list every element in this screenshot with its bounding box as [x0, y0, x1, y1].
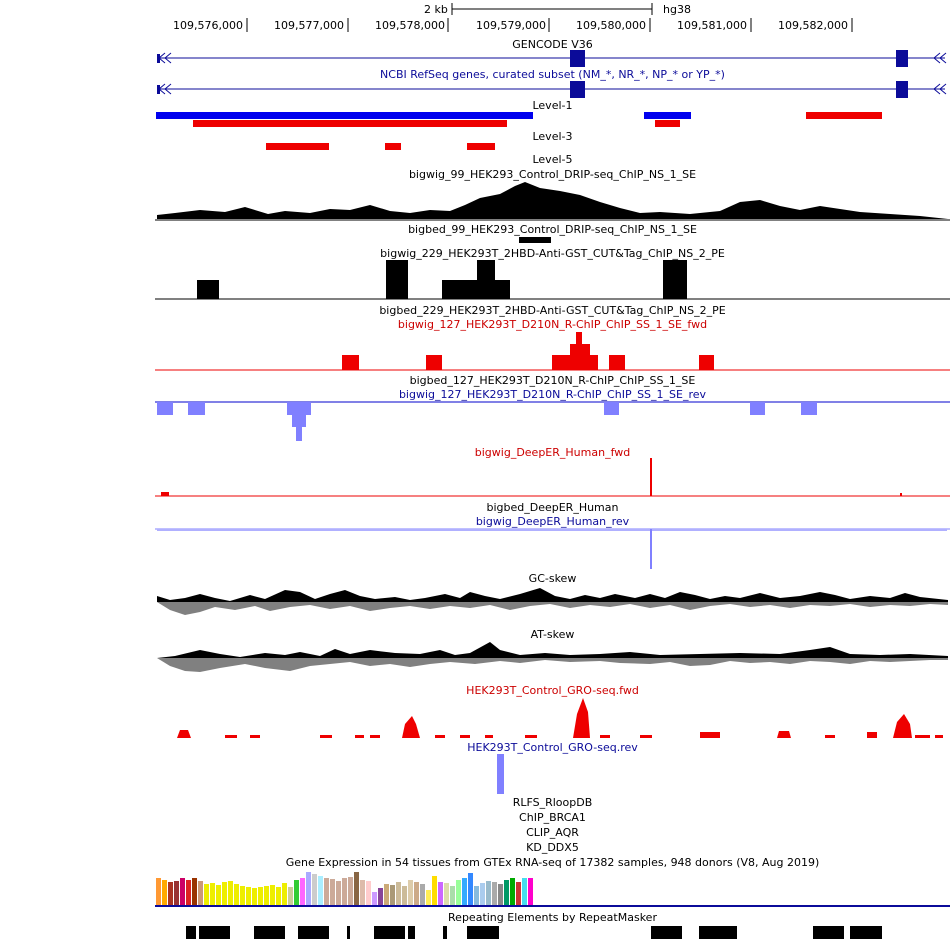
track-label-kd-ddx5[interactable]: KD_DDX5 — [526, 841, 579, 854]
track-label-refseq[interactable]: NCBI RefSeq genes, curated subset (NM_*,… — [380, 68, 725, 81]
track-label-drip-bigwig[interactable]: bigwig_99_HEK293_Control_DRIP-seq_ChIP_N… — [408, 168, 697, 181]
rchip-fwd-signal[interactable] — [0, 330, 950, 373]
ruler-tick-label: 109,577,000 — [274, 19, 344, 32]
track-label-deeper-fwd[interactable]: bigwig_DeepER_Human_fwd — [474, 446, 631, 459]
ruler-tick-label: 109,580,000 — [576, 19, 646, 32]
rchip-rev-signal[interactable] — [0, 400, 950, 445]
at-skew-signal[interactable] — [0, 638, 950, 683]
track-label-repeatmasker[interactable]: Repeating Elements by RepeatMasker — [448, 911, 657, 924]
gtex-expression-bars[interactable] — [0, 868, 950, 910]
gc-skew-signal[interactable] — [0, 582, 950, 627]
track-label-drip-bigbed[interactable]: bigbed_99_HEK293_Control_DRIP-seq_ChIP_N… — [408, 223, 697, 236]
gencode-gene-model[interactable] — [0, 48, 950, 70]
ruler-tick-label: 109,578,000 — [375, 19, 445, 32]
track-label-level3[interactable]: Level-3 — [532, 130, 573, 143]
assembly-label: hg38 — [663, 3, 691, 16]
track-label-at-skew[interactable]: AT-skew — [530, 628, 575, 641]
track-label-deeper-rev[interactable]: bigwig_DeepER_Human_rev — [475, 515, 630, 528]
ruler-tick-label: 109,582,000 — [778, 19, 848, 32]
ruler-tick-label: 109,576,000 — [173, 19, 243, 32]
track-label-gc-skew[interactable]: GC-skew — [528, 572, 577, 585]
deeper-rev-signal[interactable] — [0, 527, 950, 571]
track-label-clip-aqr[interactable]: CLIP_AQR — [526, 826, 579, 839]
track-label-chip-brca1[interactable]: ChIP_BRCA1 — [519, 811, 586, 824]
cuttag-bigwig-signal[interactable] — [0, 258, 950, 302]
gro-fwd-signal[interactable] — [0, 694, 950, 739]
track-label-deeper-bigbed[interactable]: bigbed_DeepER_Human — [486, 501, 619, 514]
ruler-scale-label: 2 kb — [424, 3, 448, 16]
track-label-rchip-bigbed[interactable]: bigbed_127_HEK293T_D210N_R-ChIP_ChIP_SS_… — [409, 374, 696, 387]
track-label-gro-rev[interactable]: HEK293T_Control_GRO-seq.rev — [467, 741, 638, 754]
refseq-gene-model[interactable] — [0, 79, 950, 101]
track-label-level1[interactable]: Level-1 — [532, 99, 573, 112]
track-label-gencode[interactable]: GENCODE V36 — [512, 38, 593, 51]
level3-track[interactable] — [0, 142, 950, 152]
gro-rev-signal[interactable] — [0, 752, 950, 796]
track-label-gtex[interactable]: Gene Expression in 54 tissues from GTEx … — [285, 856, 820, 869]
drip-bigwig-signal[interactable] — [0, 180, 950, 222]
track-label-level5[interactable]: Level-5 — [532, 153, 573, 166]
track-label-cuttag-bigbed[interactable]: bigbed_229_HEK293T_2HBD-Anti-GST_CUT&Tag… — [379, 304, 726, 317]
track-label-rlfs[interactable]: RLFS_RloopDB — [512, 796, 593, 809]
level1-track[interactable] — [0, 111, 950, 129]
track-label-rchip-rev[interactable]: bigwig_127_HEK293T_D210N_R-ChIP_ChIP_SS_… — [398, 388, 707, 401]
track-label-gro-fwd[interactable]: HEK293T_Control_GRO-seq.fwd — [466, 684, 639, 697]
ruler-tick-label: 109,581,000 — [677, 19, 747, 32]
drip-bigbed-feature[interactable] — [0, 236, 950, 244]
track-label-cuttag-bigwig[interactable]: bigwig_229_HEK293T_2HBD-Anti-GST_CUT&Tag… — [380, 247, 725, 260]
track-label-rchip-fwd[interactable]: bigwig_127_HEK293T_D210N_R-ChIP_ChIP_SS_… — [397, 318, 708, 331]
ruler-tick-label: 109,579,000 — [476, 19, 546, 32]
deeper-fwd-signal[interactable] — [0, 455, 950, 499]
repeatmasker-features[interactable] — [0, 924, 950, 941]
ruler-scale-bar — [246, 3, 853, 32]
